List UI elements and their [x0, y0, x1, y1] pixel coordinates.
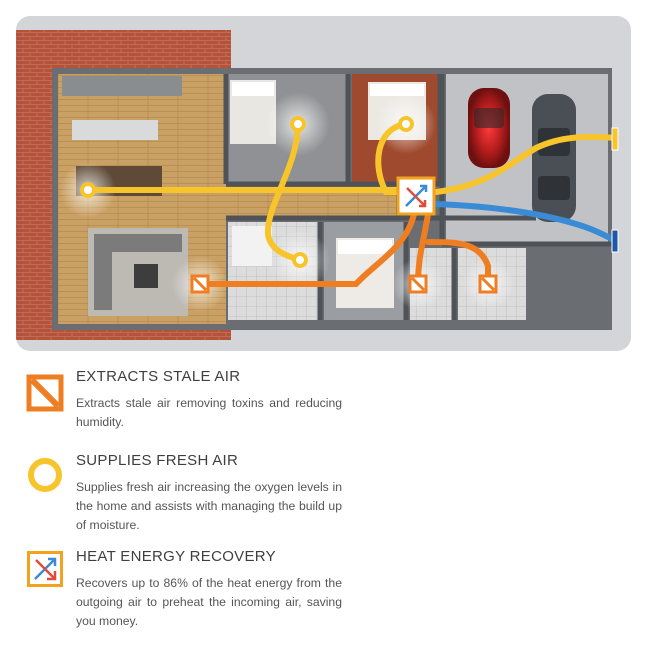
house-walls: [52, 68, 612, 330]
legend-title-recovery: HEAT ENERGY RECOVERY: [76, 548, 276, 565]
extract-vents: [190, 274, 498, 294]
supply-vents: [80, 116, 414, 268]
heat-recovery-icon: [27, 551, 63, 587]
legend-title-extract: EXTRACTS STALE AIR: [76, 368, 241, 385]
garage-cars: [468, 88, 576, 222]
intake-duct: [433, 201, 617, 243]
external-grilles: [611, 127, 619, 253]
supply-vent-bedroom-1: [290, 116, 306, 132]
supply-ring-icon: [28, 458, 62, 492]
legend-desc-recovery: Recovers up to 86% of the heat energy fr…: [76, 576, 342, 628]
heat-recovery-unit: [396, 176, 436, 216]
extract-vent-living: [190, 274, 210, 294]
legend-title-supply: SUPPLIES FRESH AIR: [76, 452, 239, 469]
legend-desc-supply: Supplies fresh air increasing the oxygen…: [76, 480, 342, 532]
supply-ducts: [85, 121, 619, 263]
floor-plan-diagram: [16, 30, 619, 340]
supply-vent-bedroom-2: [398, 116, 414, 132]
extract-icon: [26, 374, 64, 412]
extract-vent-laundry: [408, 274, 428, 294]
extract-vent-bathroom: [478, 274, 498, 294]
floor-plan-card: [16, 16, 631, 351]
legend-desc-extract: Extracts stale air removing toxins and r…: [76, 396, 342, 429]
supply-vent-bedroom-3: [292, 252, 308, 268]
supply-vent-dining: [80, 182, 96, 198]
